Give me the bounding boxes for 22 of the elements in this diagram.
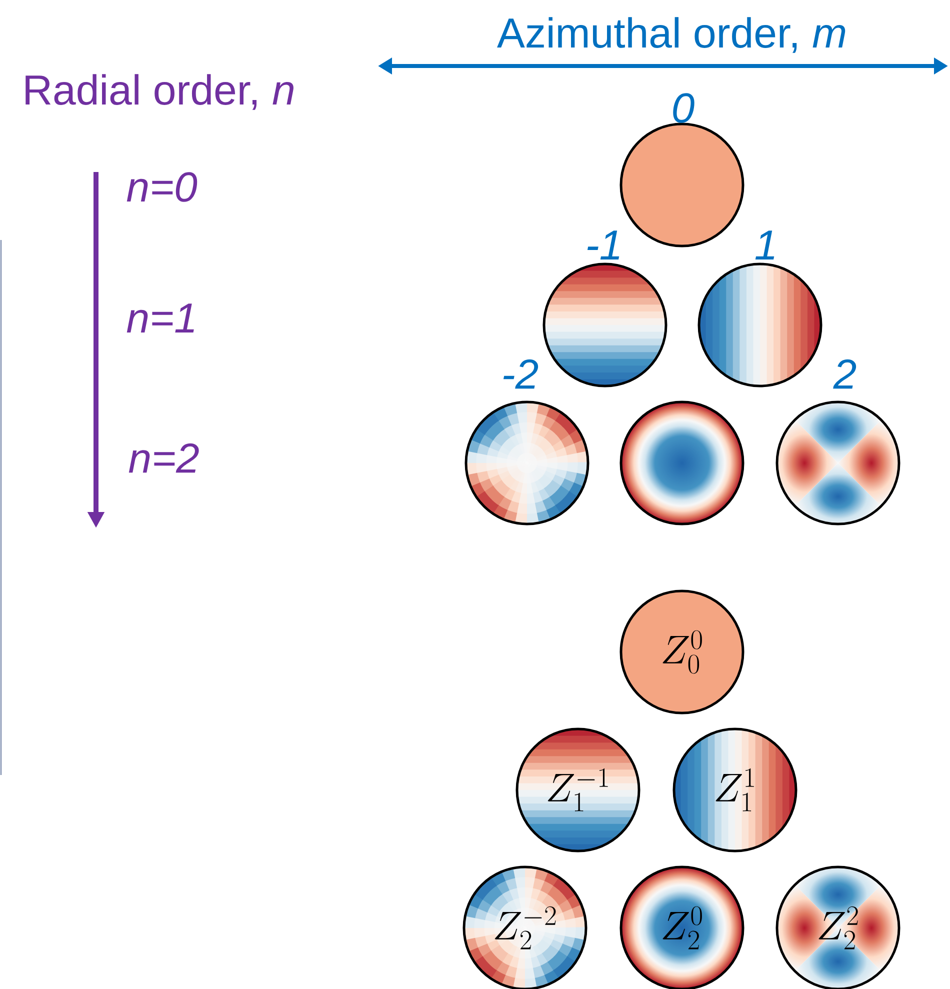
mode-disc-drawing — [464, 400, 590, 526]
mode-disc-drawing: $Z_0^0$ — [620, 590, 744, 714]
row-label: n=2 — [128, 443, 199, 473]
row-label: n=0 — [126, 172, 198, 202]
mode-disc-drawing: $Z_1^{-1}$ — [516, 728, 640, 852]
mode-disc-drawing — [542, 262, 668, 388]
mode-disc-drawing — [698, 262, 822, 388]
mode-disc-drawing: $Z_1^1$ — [672, 728, 798, 852]
column-label: -2 — [503, 359, 538, 389]
mode-disc-drawing: $Z_2^{-2}$ — [462, 866, 588, 989]
axis-title: Azimuthal order, m — [497, 17, 846, 53]
mode-disc-drawing: $Z_2^2$ — [776, 866, 900, 989]
mode-disc-drawing — [620, 400, 744, 526]
row-label: n=1 — [126, 304, 194, 332]
column-label: -1 — [587, 230, 620, 260]
mode-disc-drawing: $Z_2^0$ — [620, 866, 744, 989]
mode-disc-drawing — [620, 122, 744, 248]
mode-disc-drawing — [776, 400, 900, 526]
column-label: 1 — [755, 230, 774, 260]
axis-title: Radial order, n — [26, 74, 294, 110]
column-label: 0 — [673, 93, 694, 123]
column-label: 2 — [833, 359, 856, 389]
